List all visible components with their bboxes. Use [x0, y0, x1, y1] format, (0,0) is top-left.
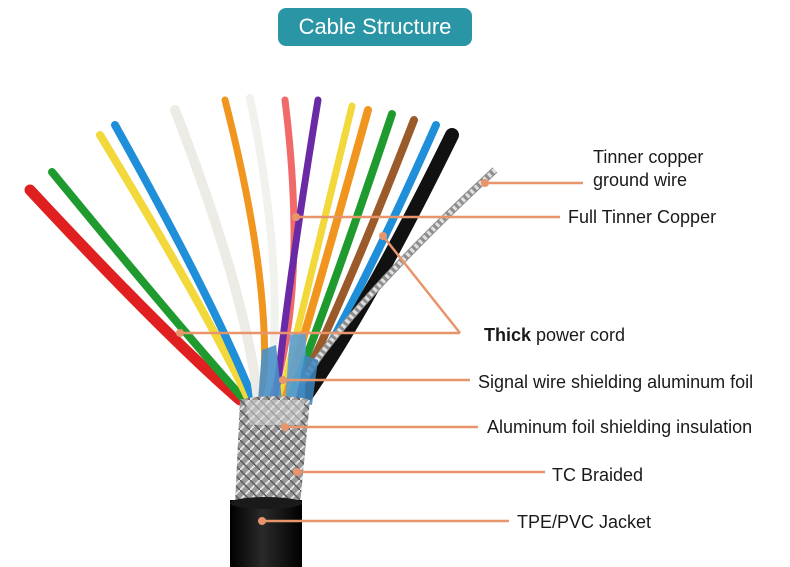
signal-foil	[258, 345, 282, 400]
wire-white	[170, 105, 263, 405]
ground-wire-strands	[297, 168, 497, 387]
leader-dot-ground	[481, 179, 489, 187]
leader-line-power2	[382, 235, 461, 334]
label-power-cord: Thick power cord	[484, 324, 625, 347]
leader-dot-power2	[379, 232, 387, 240]
jacket-end	[230, 497, 302, 509]
label-power-cord-bold: Thick	[484, 325, 532, 345]
wire-yellow	[96, 131, 253, 404]
label-full-tinner: Full Tinner Copper	[568, 207, 717, 227]
label-ground-wire: Tinner copper ground wire	[593, 146, 703, 192]
leader-dot-full	[292, 213, 300, 221]
wire-green	[48, 168, 249, 404]
label-power-cord-rest: power cord	[531, 325, 626, 345]
label-braided: TC Braided	[552, 465, 644, 485]
leader-dot-foilins	[281, 423, 289, 431]
wire-red	[24, 184, 246, 406]
wire-blue	[111, 121, 258, 404]
leader-dot-signal	[279, 376, 287, 384]
foil-insulation	[245, 400, 305, 425]
label-foil-insulation: Aluminum foil shielding insulation	[487, 417, 753, 437]
leader-lines	[176, 179, 583, 525]
leader-dot-power1	[176, 329, 184, 337]
leader-dot-braid	[293, 468, 301, 476]
title-badge: Cable Structure	[278, 8, 472, 46]
label-ground-wire-line2: ground wire	[593, 170, 688, 190]
label-jacket: TPE/PVC Jacket	[517, 512, 652, 532]
label-ground-wire-line1: Tinner copper	[593, 147, 704, 167]
outer-jacket	[230, 500, 302, 567]
wire-bundle	[24, 94, 459, 407]
label-signal-foil: Signal wire shielding aluminum foil	[478, 372, 754, 392]
leader-dot-jacket	[258, 517, 266, 525]
wire-purple	[272, 96, 322, 404]
